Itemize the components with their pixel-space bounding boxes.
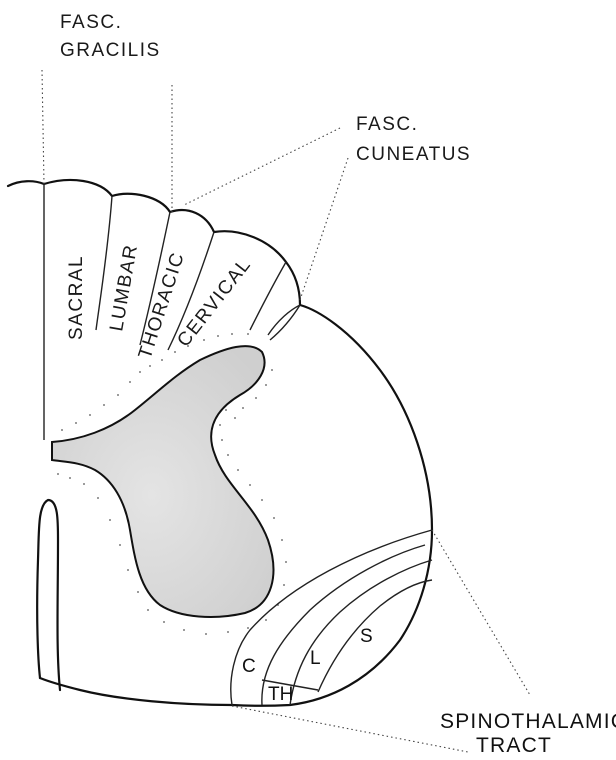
leader-gracilis-left	[42, 70, 44, 184]
anterior-median-fissure	[37, 500, 60, 690]
label-cervical: CERVICAL	[173, 254, 255, 351]
leader-spinothalamic-1	[432, 530, 530, 695]
label-fasc-cuneatus-line2: CUNEATUS	[356, 144, 471, 165]
leader-cuneatus-1	[184, 128, 340, 205]
label-fasc-cuneatus-line1: FASC.	[356, 114, 418, 135]
gray-matter	[52, 346, 273, 617]
label-spinothalamic-line2: TRACT	[476, 734, 552, 757]
label-tract-th: TH	[268, 684, 293, 705]
dorsal-root-zone-2	[270, 305, 300, 340]
leader-spinothalamic-2	[232, 706, 468, 752]
dorsal-root-zone	[268, 305, 300, 335]
leader-cuneatus-2	[300, 158, 348, 300]
label-fasc-gracilis-line2: GRACILIS	[60, 40, 161, 61]
tract-divider-1	[262, 545, 425, 705]
label-sacral: SACRAL	[66, 255, 87, 340]
label-fasc-gracilis-line1: FASC.	[60, 12, 122, 33]
label-lumbar: LUMBAR	[106, 242, 142, 332]
label-tract-c: C	[242, 656, 256, 677]
label-spinothalamic-line1: SPINOTHALAMIC	[440, 710, 616, 733]
label-tract-l: L	[310, 648, 321, 669]
label-tract-s: S	[360, 626, 373, 647]
tract-divider-3	[318, 580, 432, 692]
